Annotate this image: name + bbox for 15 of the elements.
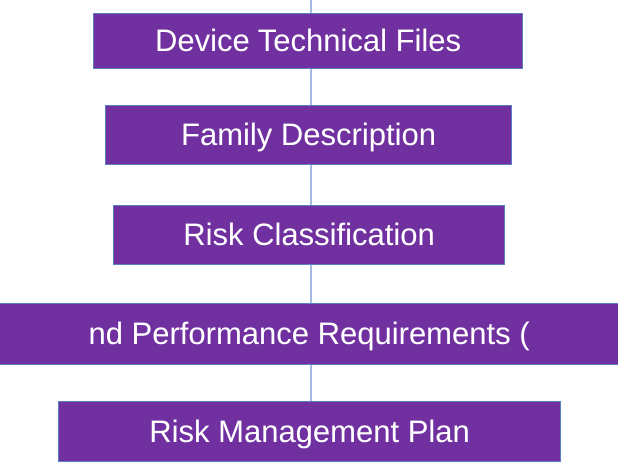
connector-line	[310, 264, 312, 304]
box-label: nd Performance Requirements (	[88, 316, 530, 352]
connector-line	[310, 364, 312, 402]
box-label: Risk Management Plan	[149, 414, 470, 450]
process-box	[58, 401, 561, 462]
process-box	[105, 105, 512, 165]
process-box	[0, 303, 618, 365]
process-box	[113, 205, 505, 265]
connector-line	[310, 0, 312, 14]
connector-line	[310, 164, 312, 206]
box-label: Family Description	[181, 117, 436, 153]
box-label: Risk Classification	[183, 217, 435, 253]
connector-line	[310, 68, 312, 106]
box-label: Device Technical Files	[154, 23, 462, 59]
process-box	[93, 13, 523, 69]
